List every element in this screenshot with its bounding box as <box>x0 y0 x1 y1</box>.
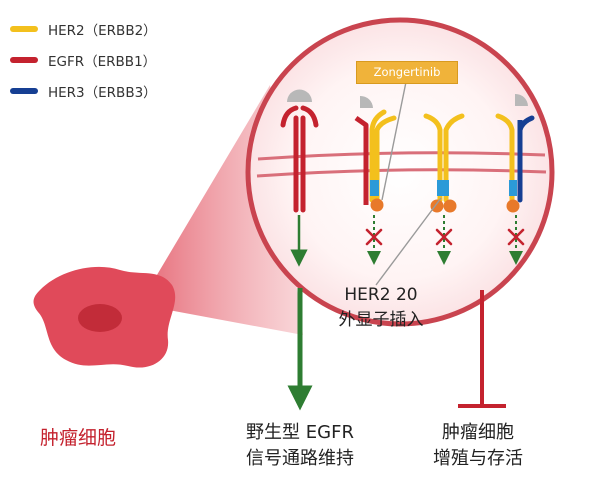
drug-pointer-line <box>381 81 407 201</box>
magnified-view <box>245 17 555 327</box>
inhibition-x-1 <box>365 228 383 246</box>
inhibition-x-2 <box>435 228 453 246</box>
her2-swatch <box>10 26 38 32</box>
legend-label-egfr: EGFR（ERBB1） <box>48 54 157 70</box>
drug-label: Zongertinib <box>356 61 458 84</box>
insertion-label: HER2 20 外显子插入 <box>306 283 456 333</box>
proliferation-outcome-line-1: 肿瘤细胞 <box>442 422 514 443</box>
her3-swatch <box>10 88 38 94</box>
proliferation-outcome-label: 肿瘤细胞 增殖与存活 <box>418 420 538 472</box>
insertion-label-line-1: HER2 20 <box>344 285 418 305</box>
proliferation-outcome-line-2: 增殖与存活 <box>433 448 523 469</box>
insertion-pointer-line <box>375 197 442 286</box>
tumor-cell-label: 肿瘤细胞 <box>40 427 117 449</box>
egfr-outcome-line-2: 信号通路维持 <box>246 448 354 469</box>
egfr-her2-heterodimer <box>354 95 397 212</box>
legend-label-her2: HER2（ERBB2） <box>48 23 157 39</box>
proliferation-inhibition <box>458 290 506 408</box>
insertion-label-line-2: 外显子插入 <box>338 310 424 330</box>
her2-homodimer <box>423 113 465 213</box>
egfr-outcome-label: 野生型 EGFR 信号通路维持 <box>230 420 370 472</box>
legend-label-her3: HER3（ERBB3） <box>48 85 157 101</box>
legend-item-her3: HER3（ERBB3） <box>10 80 157 102</box>
inhibition-x-3 <box>507 228 525 246</box>
legend-item-egfr: EGFR（ERBB1） <box>10 49 156 71</box>
legend-item-her2: HER2（ERBB2） <box>10 18 157 40</box>
tumor-nucleus <box>78 304 122 332</box>
egfr-outcome-line-1: 野生型 EGFR <box>246 422 354 443</box>
her2-her3-heterodimer <box>495 93 535 213</box>
egfr-homodimer <box>280 89 319 213</box>
egfr-swatch <box>10 57 38 63</box>
